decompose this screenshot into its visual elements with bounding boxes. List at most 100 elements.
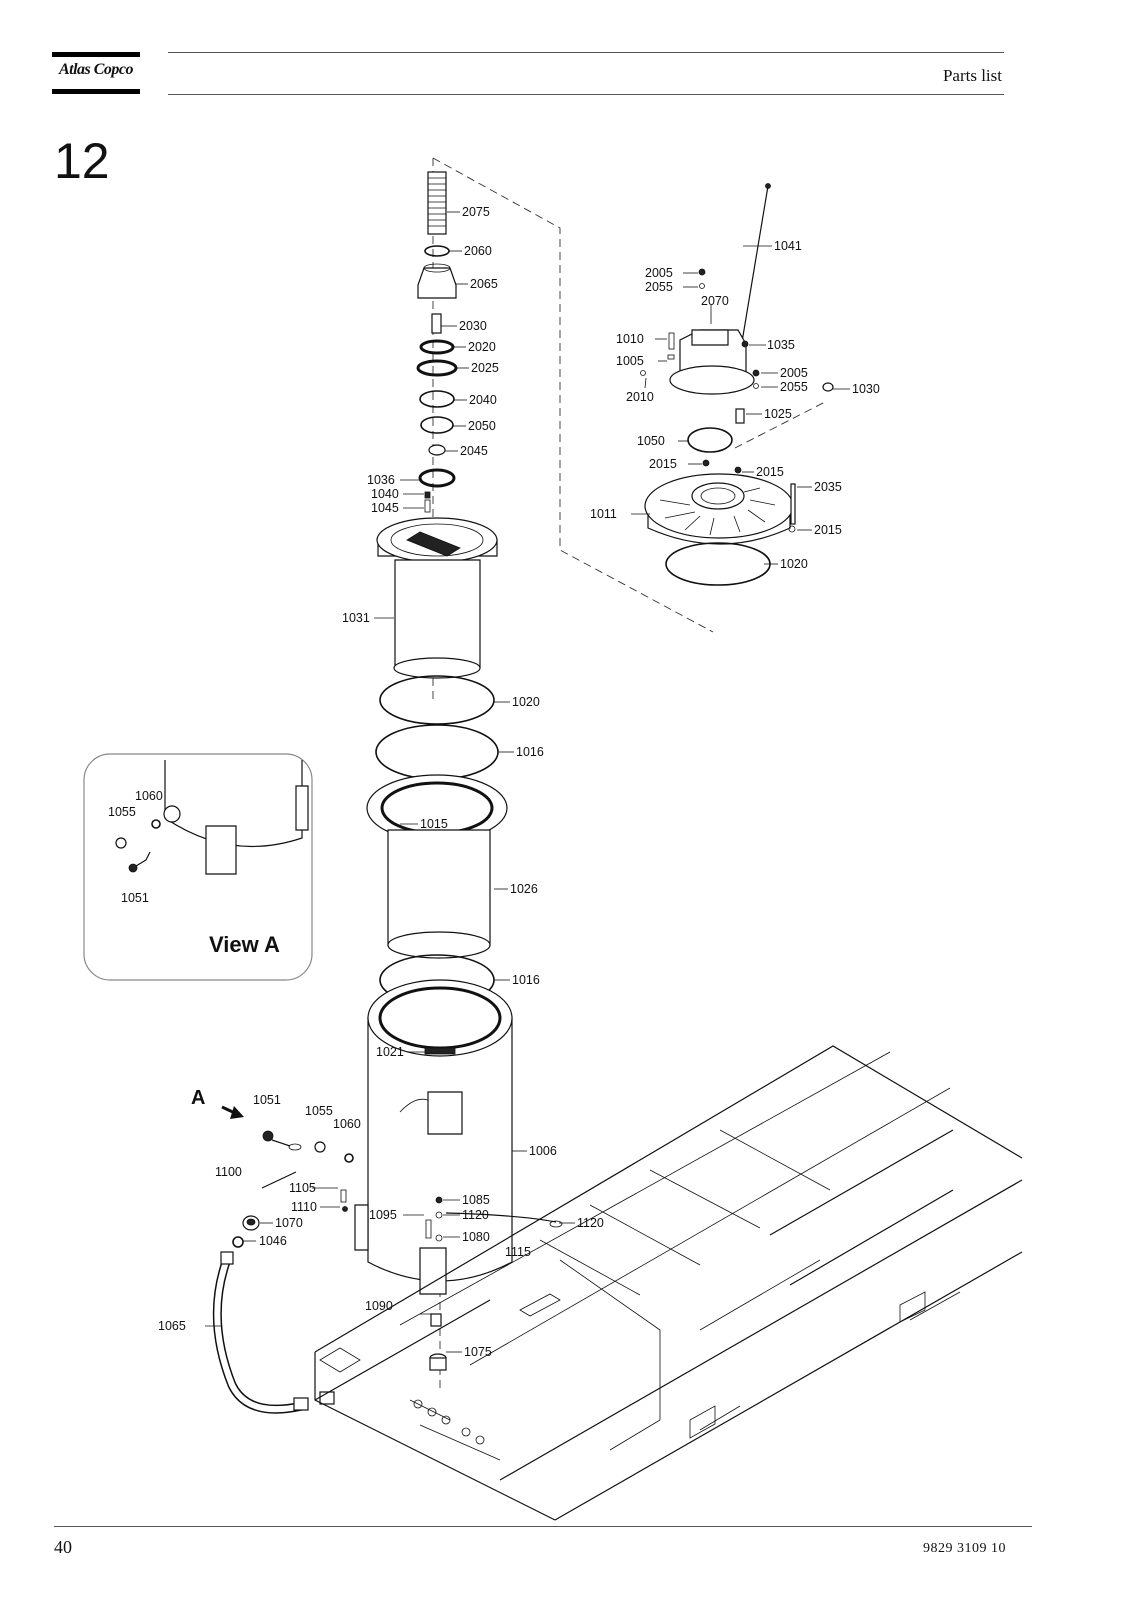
seal-2055-upper [699, 283, 705, 289]
plug-1075 [429, 1353, 447, 1371]
bolt-1045 [424, 499, 431, 513]
plug-2015-c [788, 525, 796, 533]
screw-1040 [424, 491, 431, 499]
callout-labels: 2075 2060 2065 2030 2020 2025 2040 2050 … [108, 205, 880, 1359]
view-a-callout-1051: 1051 [121, 891, 149, 905]
seal-1046 [232, 1236, 244, 1248]
plug-2015-a [702, 459, 710, 467]
cylinder-1031 [376, 517, 498, 679]
view-a-arrow-label: A [191, 1087, 205, 1109]
callout-2035: 2035 [814, 480, 842, 494]
plug-1035 [741, 340, 749, 348]
callout-1040: 1040 [371, 487, 399, 501]
footer-rule [54, 1526, 1032, 1527]
bolt-1010 [668, 332, 675, 350]
callout-2060: 2060 [464, 244, 492, 258]
rod-2035 [790, 483, 796, 525]
callout-2005-upper: 2005 [645, 266, 673, 280]
callout-1065: 1065 [158, 1319, 186, 1333]
section-number: 12 [54, 133, 110, 189]
callout-1030: 1030 [852, 382, 880, 396]
callout-2045: 2045 [460, 444, 488, 458]
callout-2015-c: 2015 [814, 523, 842, 537]
atlas-copco-logo: Atlas Copco [52, 52, 140, 94]
washer-1080 [435, 1234, 443, 1242]
cap-1070 [242, 1215, 260, 1231]
plug-1030 [822, 382, 834, 392]
callout-2025: 2025 [471, 361, 499, 375]
callout-1075: 1075 [464, 1345, 492, 1359]
callout-2015-a: 2015 [649, 457, 677, 471]
callout-1021: 1021 [376, 1045, 404, 1059]
callout-2065: 2065 [470, 277, 498, 291]
callout-2020: 2020 [468, 340, 496, 354]
callout-1016-lower: 1016 [512, 973, 540, 987]
dipstick-1041-tip [765, 183, 771, 189]
gasket-1016-upper [375, 724, 499, 780]
cover-1011 [644, 473, 794, 545]
callout-1055: 1055 [305, 1104, 333, 1118]
plug-2015-b [734, 466, 742, 474]
screw-1105 [340, 1189, 347, 1203]
pin-2030 [431, 313, 442, 334]
o-ring-2020 [419, 339, 455, 355]
housing-2070 [669, 329, 755, 395]
leader-1030 [734, 401, 826, 449]
callout-1050: 1050 [637, 434, 665, 448]
logo-bottom-bar [52, 89, 140, 94]
o-ring-2060 [424, 245, 450, 257]
leader-lines [205, 211, 850, 1353]
callout-1041: 1041 [774, 239, 802, 253]
callout-2005-lower: 2005 [780, 366, 808, 380]
spring-2075 [427, 171, 447, 235]
callout-2055-lower: 2055 [780, 380, 808, 394]
header-rule-top [168, 52, 1004, 53]
callout-1095: 1095 [369, 1208, 397, 1222]
callout-2030: 2030 [459, 319, 487, 333]
logo-top-bar [52, 52, 140, 57]
screw-1090 [430, 1313, 442, 1327]
callout-1020: 1020 [512, 695, 540, 709]
valve-2045 [428, 444, 446, 456]
sensor-1051 [262, 1130, 302, 1151]
callout-1025: 1025 [764, 407, 792, 421]
view-a-title: View A [209, 932, 280, 957]
plug-2005-lower [752, 369, 760, 377]
callout-1020-upper: 1020 [780, 557, 808, 571]
vessel-1006 [354, 979, 513, 1295]
dipstick-1041 [741, 185, 769, 343]
bushing-2065 [417, 263, 457, 299]
logo-wordmark: Atlas Copco [58, 61, 134, 78]
drain-hose-1065 [212, 1251, 309, 1414]
callout-2050: 2050 [468, 419, 496, 433]
plug-2010 [640, 370, 646, 376]
callout-1011: 1011 [590, 507, 617, 521]
header-rule-bottom [168, 94, 1004, 95]
callout-2075: 2075 [462, 205, 490, 219]
washer-2040 [419, 390, 455, 408]
view-a-callout-1055: 1055 [108, 805, 136, 819]
callout-1080: 1080 [462, 1230, 490, 1244]
callout-1015: 1015 [420, 817, 448, 831]
plug-2005-upper [698, 268, 706, 276]
callout-2055-upper: 2055 [645, 280, 673, 294]
callout-2070: 2070 [701, 294, 729, 308]
o-ring-1050 [687, 427, 733, 453]
base-frame [314, 1045, 1023, 1521]
callout-1105: 1105 [289, 1181, 316, 1195]
washer-1120 [435, 1211, 443, 1219]
hose-1115 [445, 1212, 557, 1223]
callout-1046: 1046 [259, 1234, 287, 1248]
callout-1100: 1100 [215, 1165, 242, 1179]
callout-1036: 1036 [367, 473, 395, 487]
nut-1055 [314, 1141, 326, 1153]
callout-1070: 1070 [275, 1216, 303, 1230]
callout-1120-right: 1120 [577, 1216, 604, 1230]
callout-1120: 1120 [462, 1208, 489, 1222]
washer-1110 [342, 1206, 348, 1212]
callout-2015-b: 2015 [756, 465, 784, 479]
bolt-1095 [425, 1219, 432, 1239]
gasket-1020 [379, 675, 495, 725]
callout-2010: 2010 [626, 390, 654, 404]
